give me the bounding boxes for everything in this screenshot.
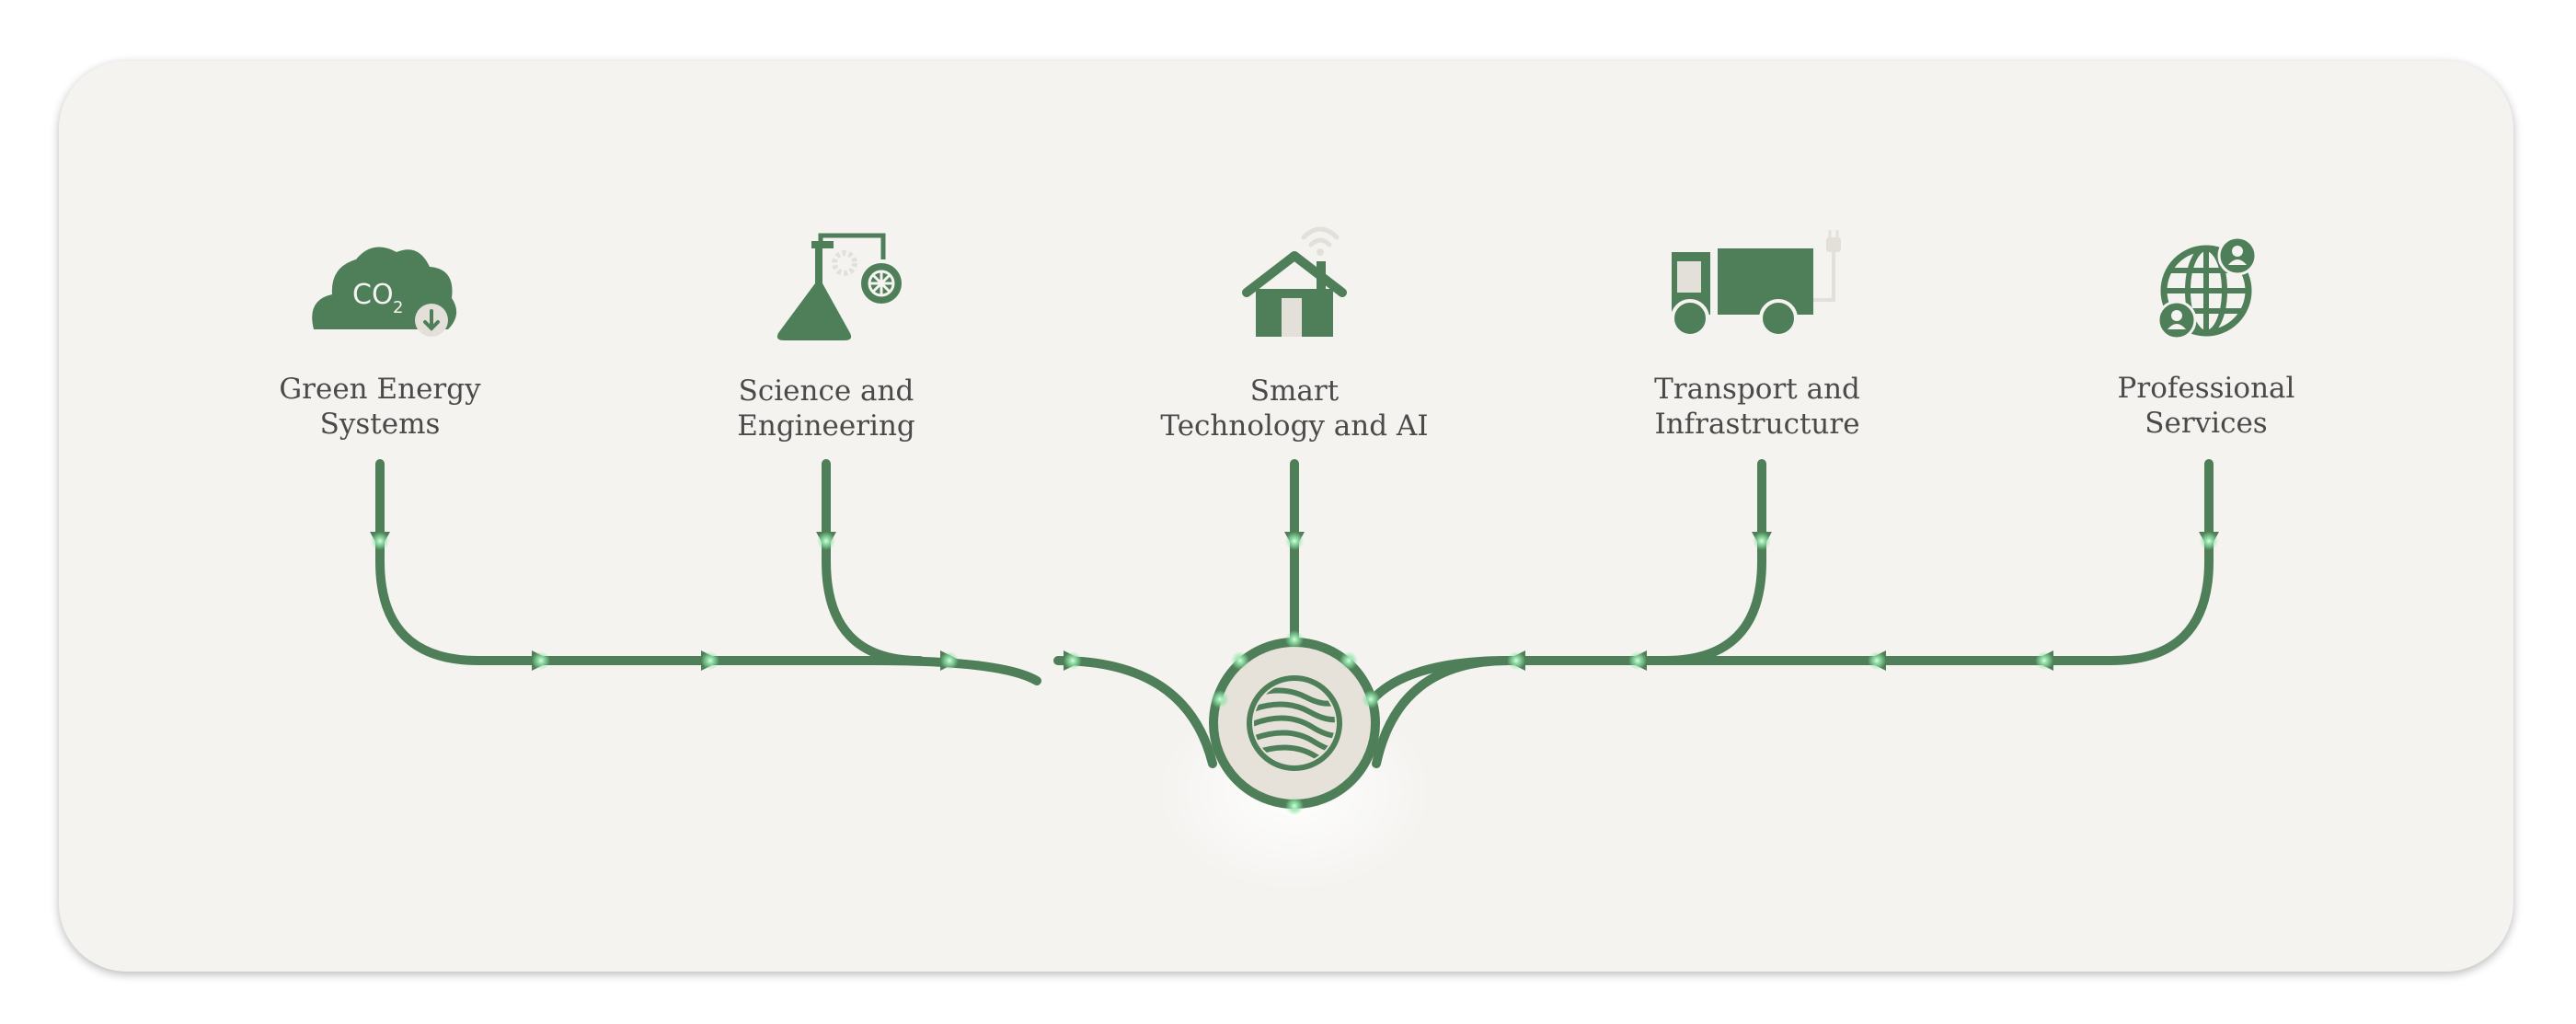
connector-professional — [1364, 459, 2214, 708]
globe-people-icon — [2156, 236, 2258, 340]
hub-node — [1209, 638, 1380, 809]
sparkle — [817, 532, 835, 550]
smart-home-icon — [1242, 226, 1347, 337]
sparkle — [1285, 630, 1304, 649]
sparkle — [940, 651, 959, 670]
connector-transport — [1661, 459, 1766, 665]
sparkle — [1064, 651, 1082, 670]
light-sparkles — [371, 532, 2218, 815]
sparkle — [1231, 651, 1249, 670]
sparkle — [1285, 532, 1304, 550]
svg-text:CO: CO — [352, 279, 394, 311]
connector-right-curve — [1372, 656, 1513, 768]
connector-green-energy — [375, 459, 1041, 685]
connector-science — [822, 459, 925, 665]
sparkle — [1507, 651, 1525, 670]
sparkle — [532, 651, 550, 670]
sparkle — [1211, 690, 1229, 708]
sparkle — [1340, 651, 1358, 670]
svg-text:2: 2 — [393, 298, 403, 317]
flask-gear-icon — [776, 233, 902, 340]
sparkle — [1868, 651, 1886, 670]
sparkle — [2200, 532, 2218, 550]
sparkle — [1285, 797, 1304, 815]
connector-left-curve — [1053, 656, 1217, 768]
co2-cloud-icon: CO 2 — [312, 247, 457, 337]
sparkle — [701, 651, 719, 670]
sparkle — [1362, 690, 1380, 708]
sparkle — [1753, 532, 1771, 550]
connector-lines — [375, 459, 2214, 768]
sparkle — [1628, 651, 1647, 670]
sparkle — [371, 532, 389, 550]
electric-truck-icon — [1671, 230, 1841, 338]
striped-globe-logo — [1247, 675, 1342, 771]
sparkle — [2035, 651, 2053, 670]
